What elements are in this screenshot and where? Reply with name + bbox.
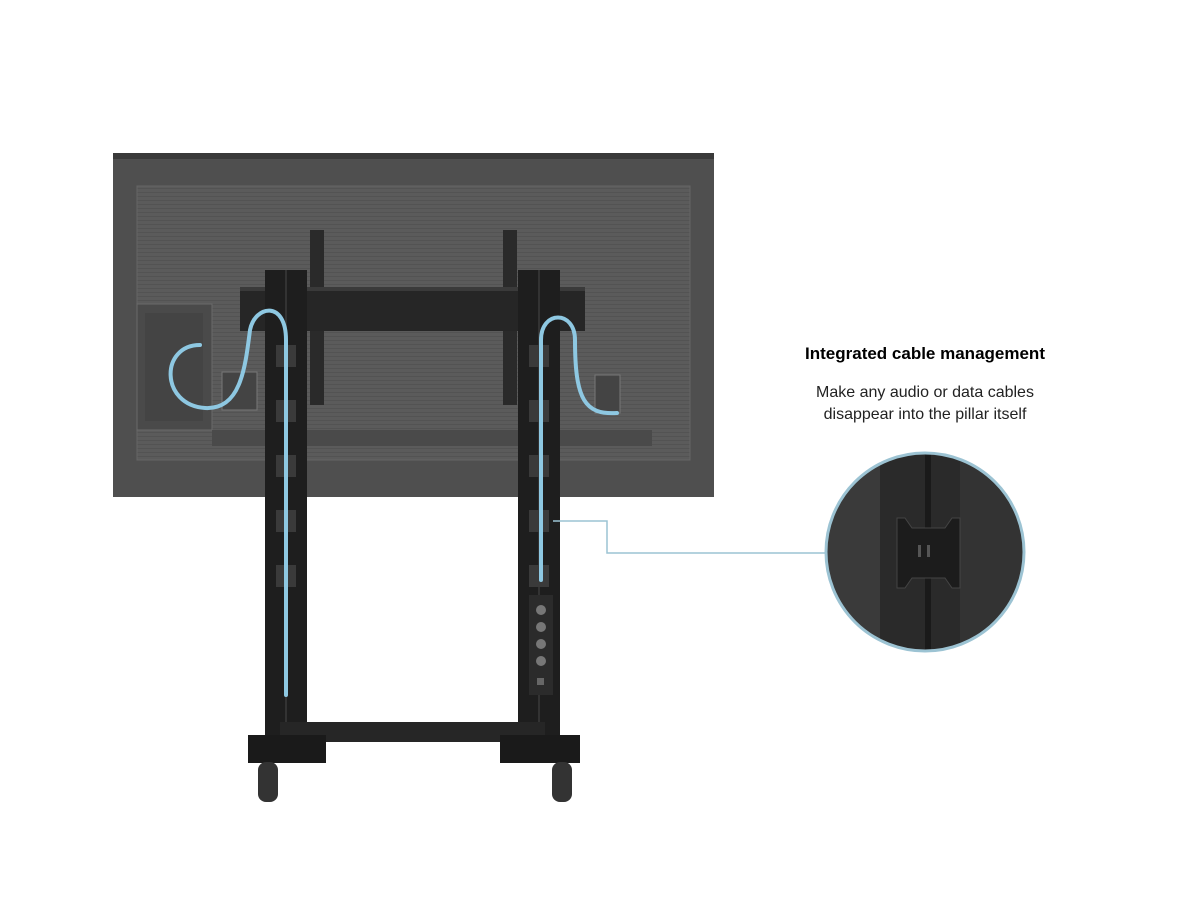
caster-wheel — [552, 762, 572, 802]
caster-wheel — [258, 762, 278, 802]
callout-description-line: Make any audio or data cables — [816, 384, 1034, 401]
callout-line — [553, 520, 826, 554]
callout-description: Make any audio or data cables disappear … — [760, 382, 1090, 426]
detail-magnifier — [824, 451, 1026, 653]
cable — [168, 308, 619, 697]
callout-description-line: disappear into the pillar itself — [823, 406, 1027, 423]
callout-title: Integrated cable management — [805, 344, 1045, 363]
